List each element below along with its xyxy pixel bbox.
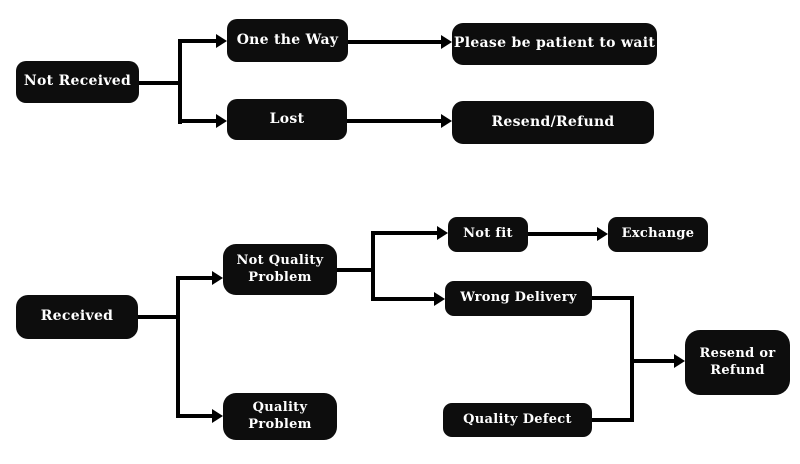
node-received: Received	[16, 295, 138, 339]
arrowhead-icon	[441, 35, 452, 49]
edge-not-received-split-line	[139, 81, 180, 85]
arrowhead-icon	[212, 271, 223, 285]
arrowhead-icon	[216, 34, 227, 48]
edge-one-the-way-please-wait-line	[348, 40, 441, 44]
edge-split-quality-problem-line	[180, 414, 212, 418]
edge-split-not-quality-problem-line	[180, 276, 212, 280]
node-resend-refund: Resend/Refund	[452, 101, 654, 144]
node-lost: Lost	[227, 99, 347, 140]
node-please-be-patient: Please be patient to wait	[452, 23, 657, 65]
edge-received-split-vertical	[176, 276, 180, 418]
edge-wrong-delivery-merge-line	[592, 296, 634, 300]
arrowhead-icon	[434, 292, 445, 306]
edge-split-one-the-way-line	[182, 39, 216, 43]
edge-merge-resend-or-refund-line	[634, 359, 674, 363]
node-wrong-delivery: Wrong Delivery	[445, 281, 592, 316]
edge-quality-defect-merge-line	[592, 418, 634, 422]
node-not-quality-problem: Not Quality Problem	[223, 244, 337, 295]
edge-not-quality-problem-split-line	[337, 268, 375, 272]
node-not-received: Not Received	[16, 61, 139, 103]
node-quality-defect: Quality Defect	[443, 403, 592, 437]
edge-split-not-fit-line	[375, 231, 437, 235]
node-exchange: Exchange	[608, 217, 708, 252]
edge-split-lost-line	[182, 119, 216, 123]
arrowhead-icon	[437, 226, 448, 240]
edge-not-fit-exchange-line	[528, 232, 597, 236]
node-quality-problem: Quality Problem	[223, 393, 337, 440]
arrowhead-icon	[216, 114, 227, 128]
edge-merge-vertical	[630, 296, 634, 422]
arrowhead-icon	[441, 114, 452, 128]
edge-lost-resend-refund-line	[347, 119, 441, 123]
arrowhead-icon	[597, 227, 608, 241]
node-resend-or-refund: Resend or Refund	[685, 330, 790, 395]
arrowhead-icon	[212, 409, 223, 423]
edge-received-split-line	[138, 315, 180, 319]
node-not-fit: Not fit	[448, 217, 528, 252]
arrowhead-icon	[674, 354, 685, 368]
edge-not-received-split-vertical	[178, 39, 182, 124]
edge-split-wrong-delivery-line	[375, 297, 434, 301]
edge-not-quality-problem-split-vertical	[371, 231, 375, 301]
node-one-the-way: One the Way	[227, 19, 348, 62]
